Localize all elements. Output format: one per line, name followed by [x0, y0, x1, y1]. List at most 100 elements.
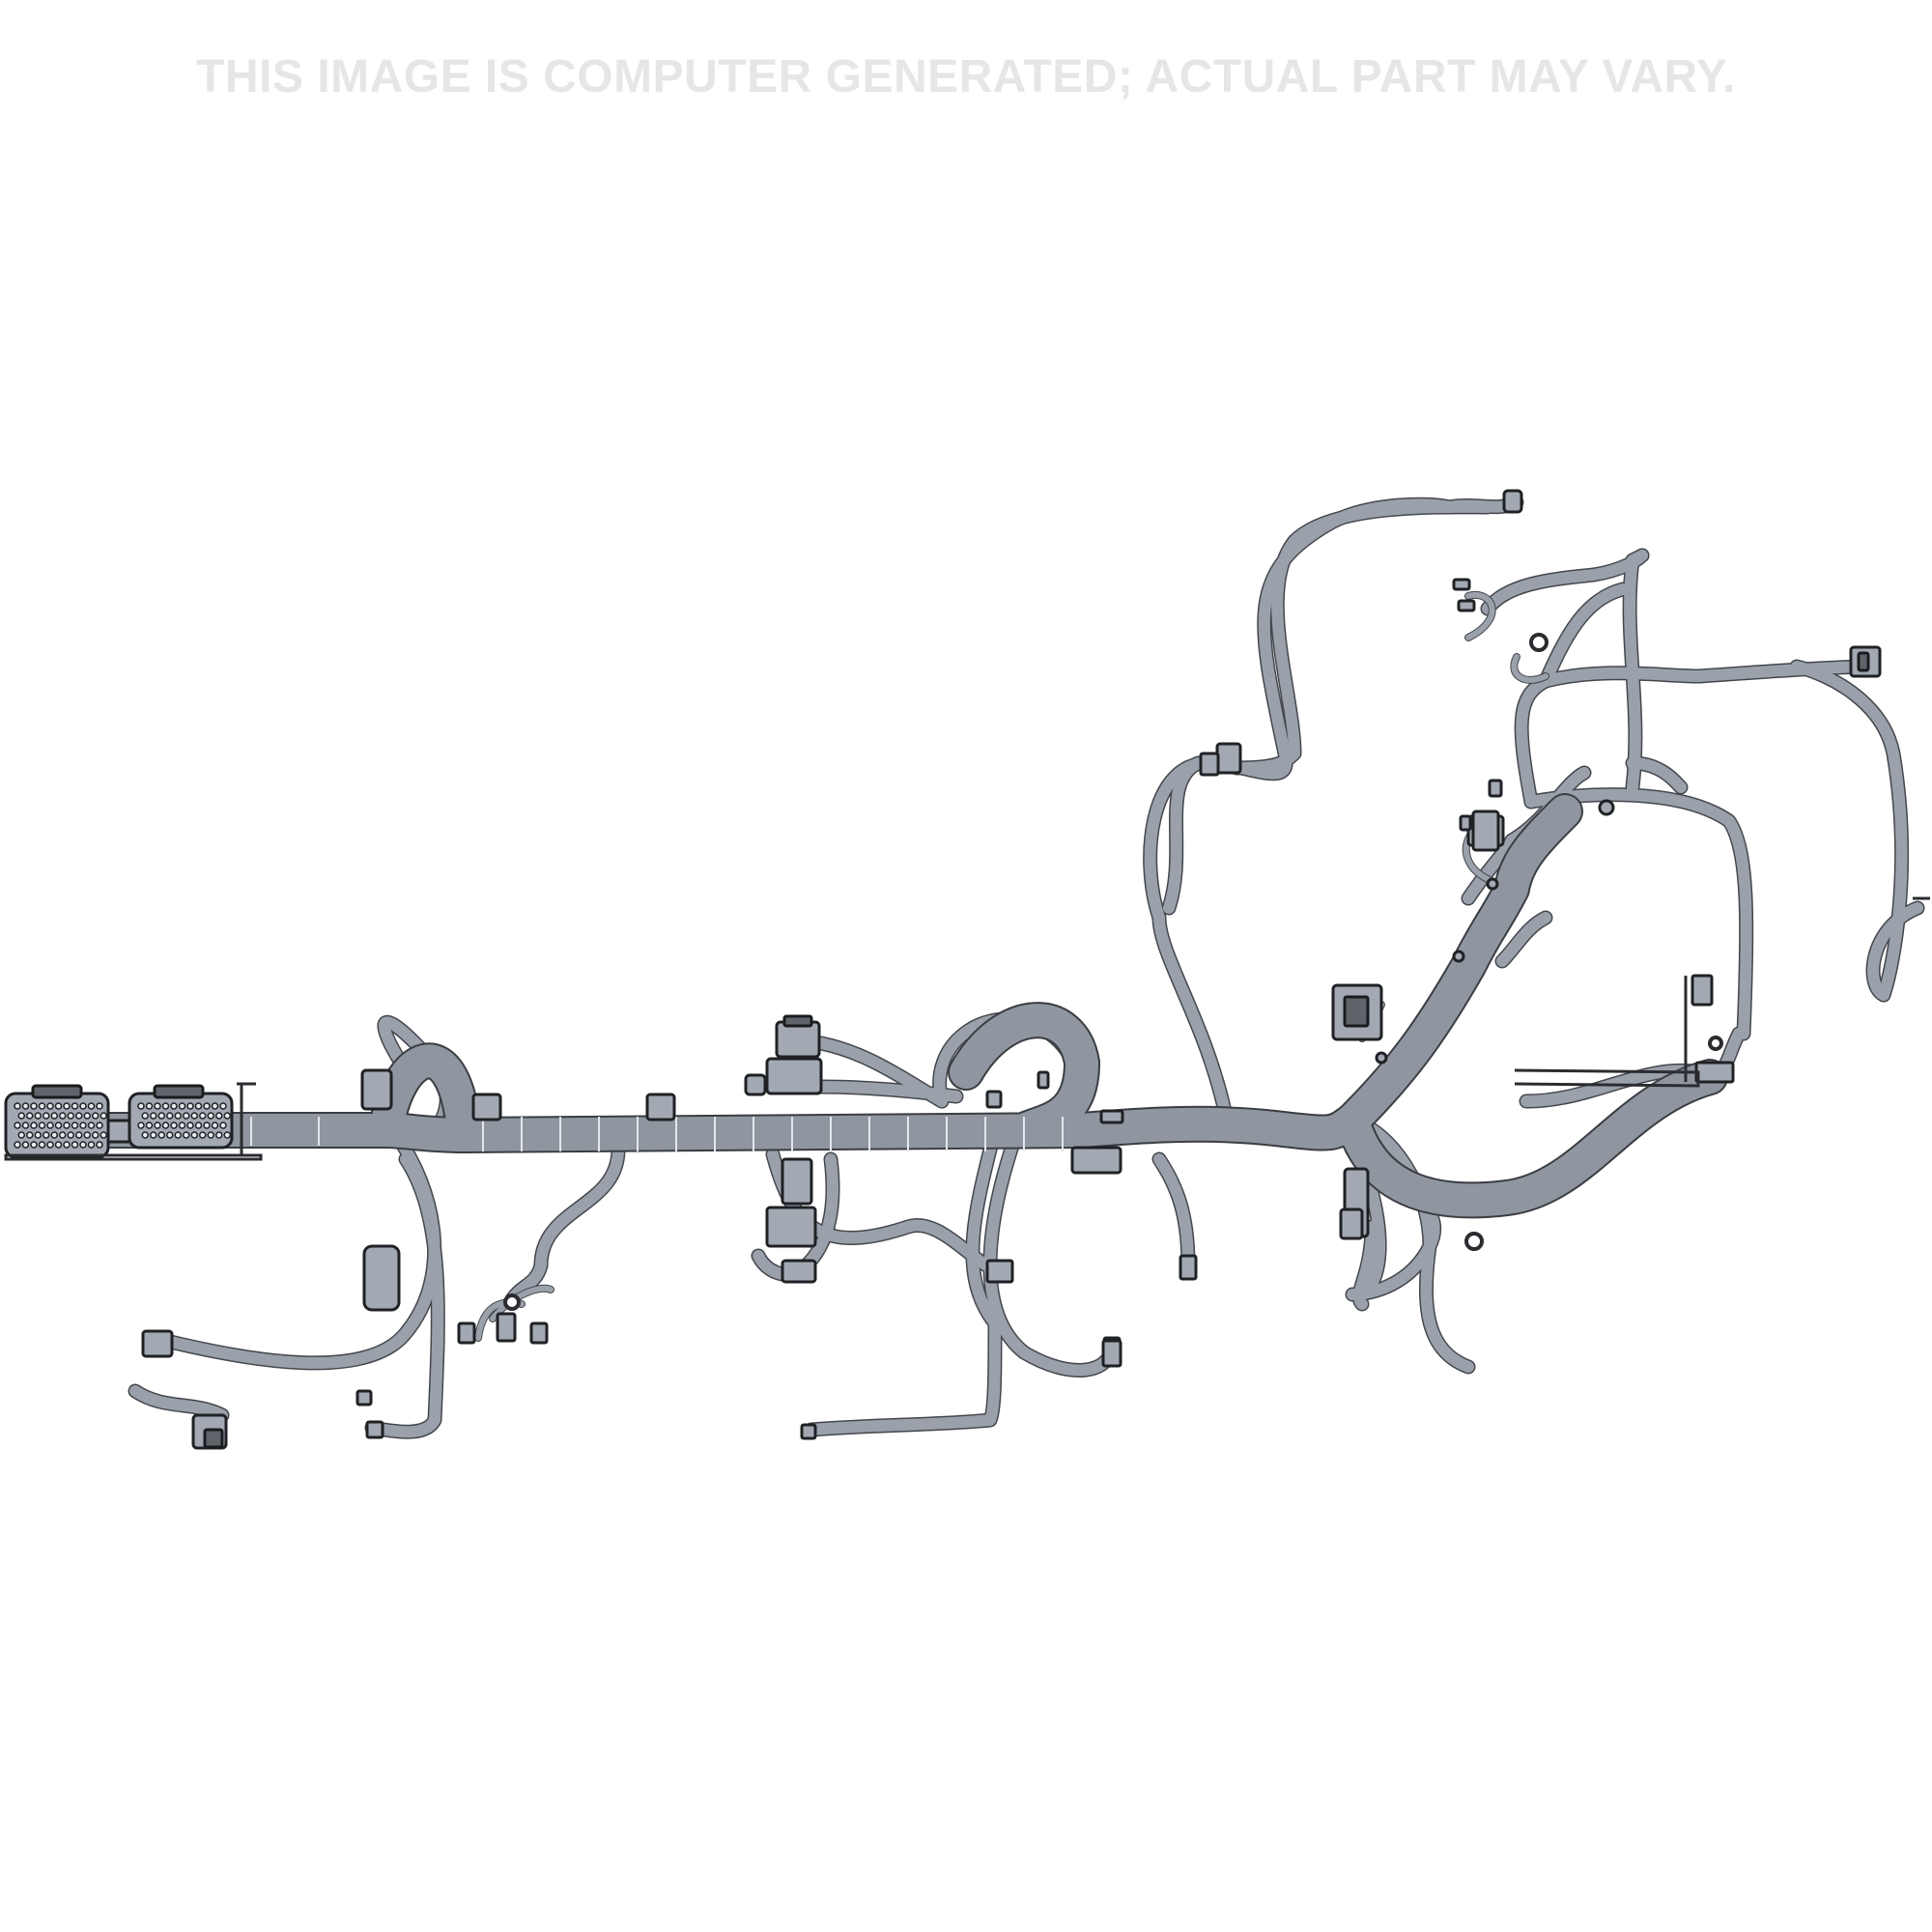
connector-pin: [71, 1102, 79, 1110]
connector-pin: [87, 1102, 96, 1110]
connector-pin: [83, 1112, 91, 1120]
connector-pin: [211, 1122, 219, 1129]
connector-pin: [63, 1141, 71, 1149]
connector-pin: [63, 1122, 71, 1129]
connector-pin: [137, 1122, 145, 1129]
connector-pin: [150, 1131, 157, 1139]
connector-pin: [137, 1102, 145, 1110]
connector-pin: [194, 1102, 203, 1110]
main-trunk: [40, 793, 1728, 1219]
connector-pin: [71, 1122, 79, 1129]
connector-pin: [46, 1141, 54, 1149]
connector-pin: [38, 1122, 46, 1129]
connector-pin: [215, 1131, 223, 1139]
connector-pin: [21, 1141, 30, 1149]
connector-pin: [43, 1112, 50, 1120]
ecu-connector-left: [4, 1084, 110, 1159]
connector-pin: [183, 1112, 190, 1120]
connector-pin: [219, 1102, 227, 1110]
connector-pin: [17, 1131, 25, 1139]
connector-pin: [50, 1131, 58, 1139]
connector-pin: [54, 1141, 63, 1149]
connector-pin: [50, 1112, 58, 1120]
connector-pin: [178, 1122, 186, 1129]
connector-pin: [166, 1131, 174, 1139]
ecu-coupler: [106, 1119, 131, 1144]
branch-outlines: [128, 495, 1925, 1439]
connector-pin: [207, 1131, 214, 1139]
connector-pin: [38, 1141, 46, 1149]
connector-pin: [63, 1102, 71, 1110]
connector-pin: [26, 1131, 34, 1139]
connector-pin: [223, 1112, 231, 1120]
connector-pin: [174, 1131, 182, 1139]
connector-pin: [92, 1112, 99, 1120]
connector-pin: [26, 1112, 34, 1120]
connector-pin: [21, 1102, 30, 1110]
connector-pin: [79, 1141, 87, 1149]
connector-pin: [14, 1141, 21, 1149]
connector-pin: [150, 1112, 157, 1120]
connector-pin: [14, 1102, 21, 1110]
connector-pin: [186, 1122, 194, 1129]
connector-pin: [157, 1131, 165, 1139]
connector-pin: [43, 1131, 50, 1139]
connector-pin: [30, 1122, 38, 1129]
connector-pin: [215, 1112, 223, 1120]
ecu-bracket-tab: [237, 1082, 256, 1154]
connector-pin: [154, 1102, 161, 1110]
connector-pin: [199, 1131, 207, 1139]
connector-pin: [178, 1102, 186, 1110]
connector-pin: [211, 1102, 219, 1110]
connector-pin: [141, 1131, 149, 1139]
mounting-bracket: [1514, 896, 1930, 1088]
connector-pin: [207, 1112, 214, 1120]
connector-pin: [75, 1112, 83, 1120]
connector-pin: [59, 1131, 67, 1139]
connector-pin: [59, 1112, 67, 1120]
connector-pin: [30, 1102, 38, 1110]
connectors: [141, 489, 1882, 1450]
connector-pin: [87, 1141, 96, 1149]
connector-pin: [34, 1131, 42, 1139]
connector-pin: [174, 1112, 182, 1120]
connector-pin: [46, 1122, 54, 1129]
connector-pin: [145, 1122, 154, 1129]
connector-pin: [166, 1112, 174, 1120]
connector-pin: [190, 1131, 198, 1139]
branch-wires: [129, 497, 1923, 1438]
connector-pin: [14, 1122, 21, 1129]
connector-pin: [30, 1141, 38, 1149]
connector-pin: [67, 1131, 74, 1139]
connector-pin: [71, 1141, 79, 1149]
connector-pin: [170, 1122, 178, 1129]
ecu-connector-right: [128, 1084, 234, 1150]
connector-pin: [54, 1102, 63, 1110]
connector-pin: [141, 1112, 149, 1120]
connector-pin: [34, 1112, 42, 1120]
connector-pin: [183, 1131, 190, 1139]
connector-pin: [92, 1131, 99, 1139]
connector-pin: [79, 1102, 87, 1110]
connector-pin: [199, 1112, 207, 1120]
connector-pin: [170, 1102, 178, 1110]
connector-pin: [157, 1112, 165, 1120]
connector-pin: [219, 1122, 227, 1129]
tape-bands: [250, 1117, 1064, 1151]
connector-pin: [21, 1122, 30, 1129]
connector-pin: [67, 1112, 74, 1120]
connector-pin: [190, 1112, 198, 1120]
connector-pin: [75, 1131, 83, 1139]
connector-pin: [203, 1102, 211, 1110]
connector-pin: [96, 1141, 103, 1149]
connector-pin: [186, 1102, 194, 1110]
connector-pin: [96, 1122, 103, 1129]
connector-pin: [96, 1102, 103, 1110]
connector-pin: [161, 1122, 170, 1129]
connector-pin: [46, 1102, 54, 1110]
connector-pin: [38, 1102, 46, 1110]
connector-pin: [161, 1102, 170, 1110]
connector-pin: [79, 1122, 87, 1129]
